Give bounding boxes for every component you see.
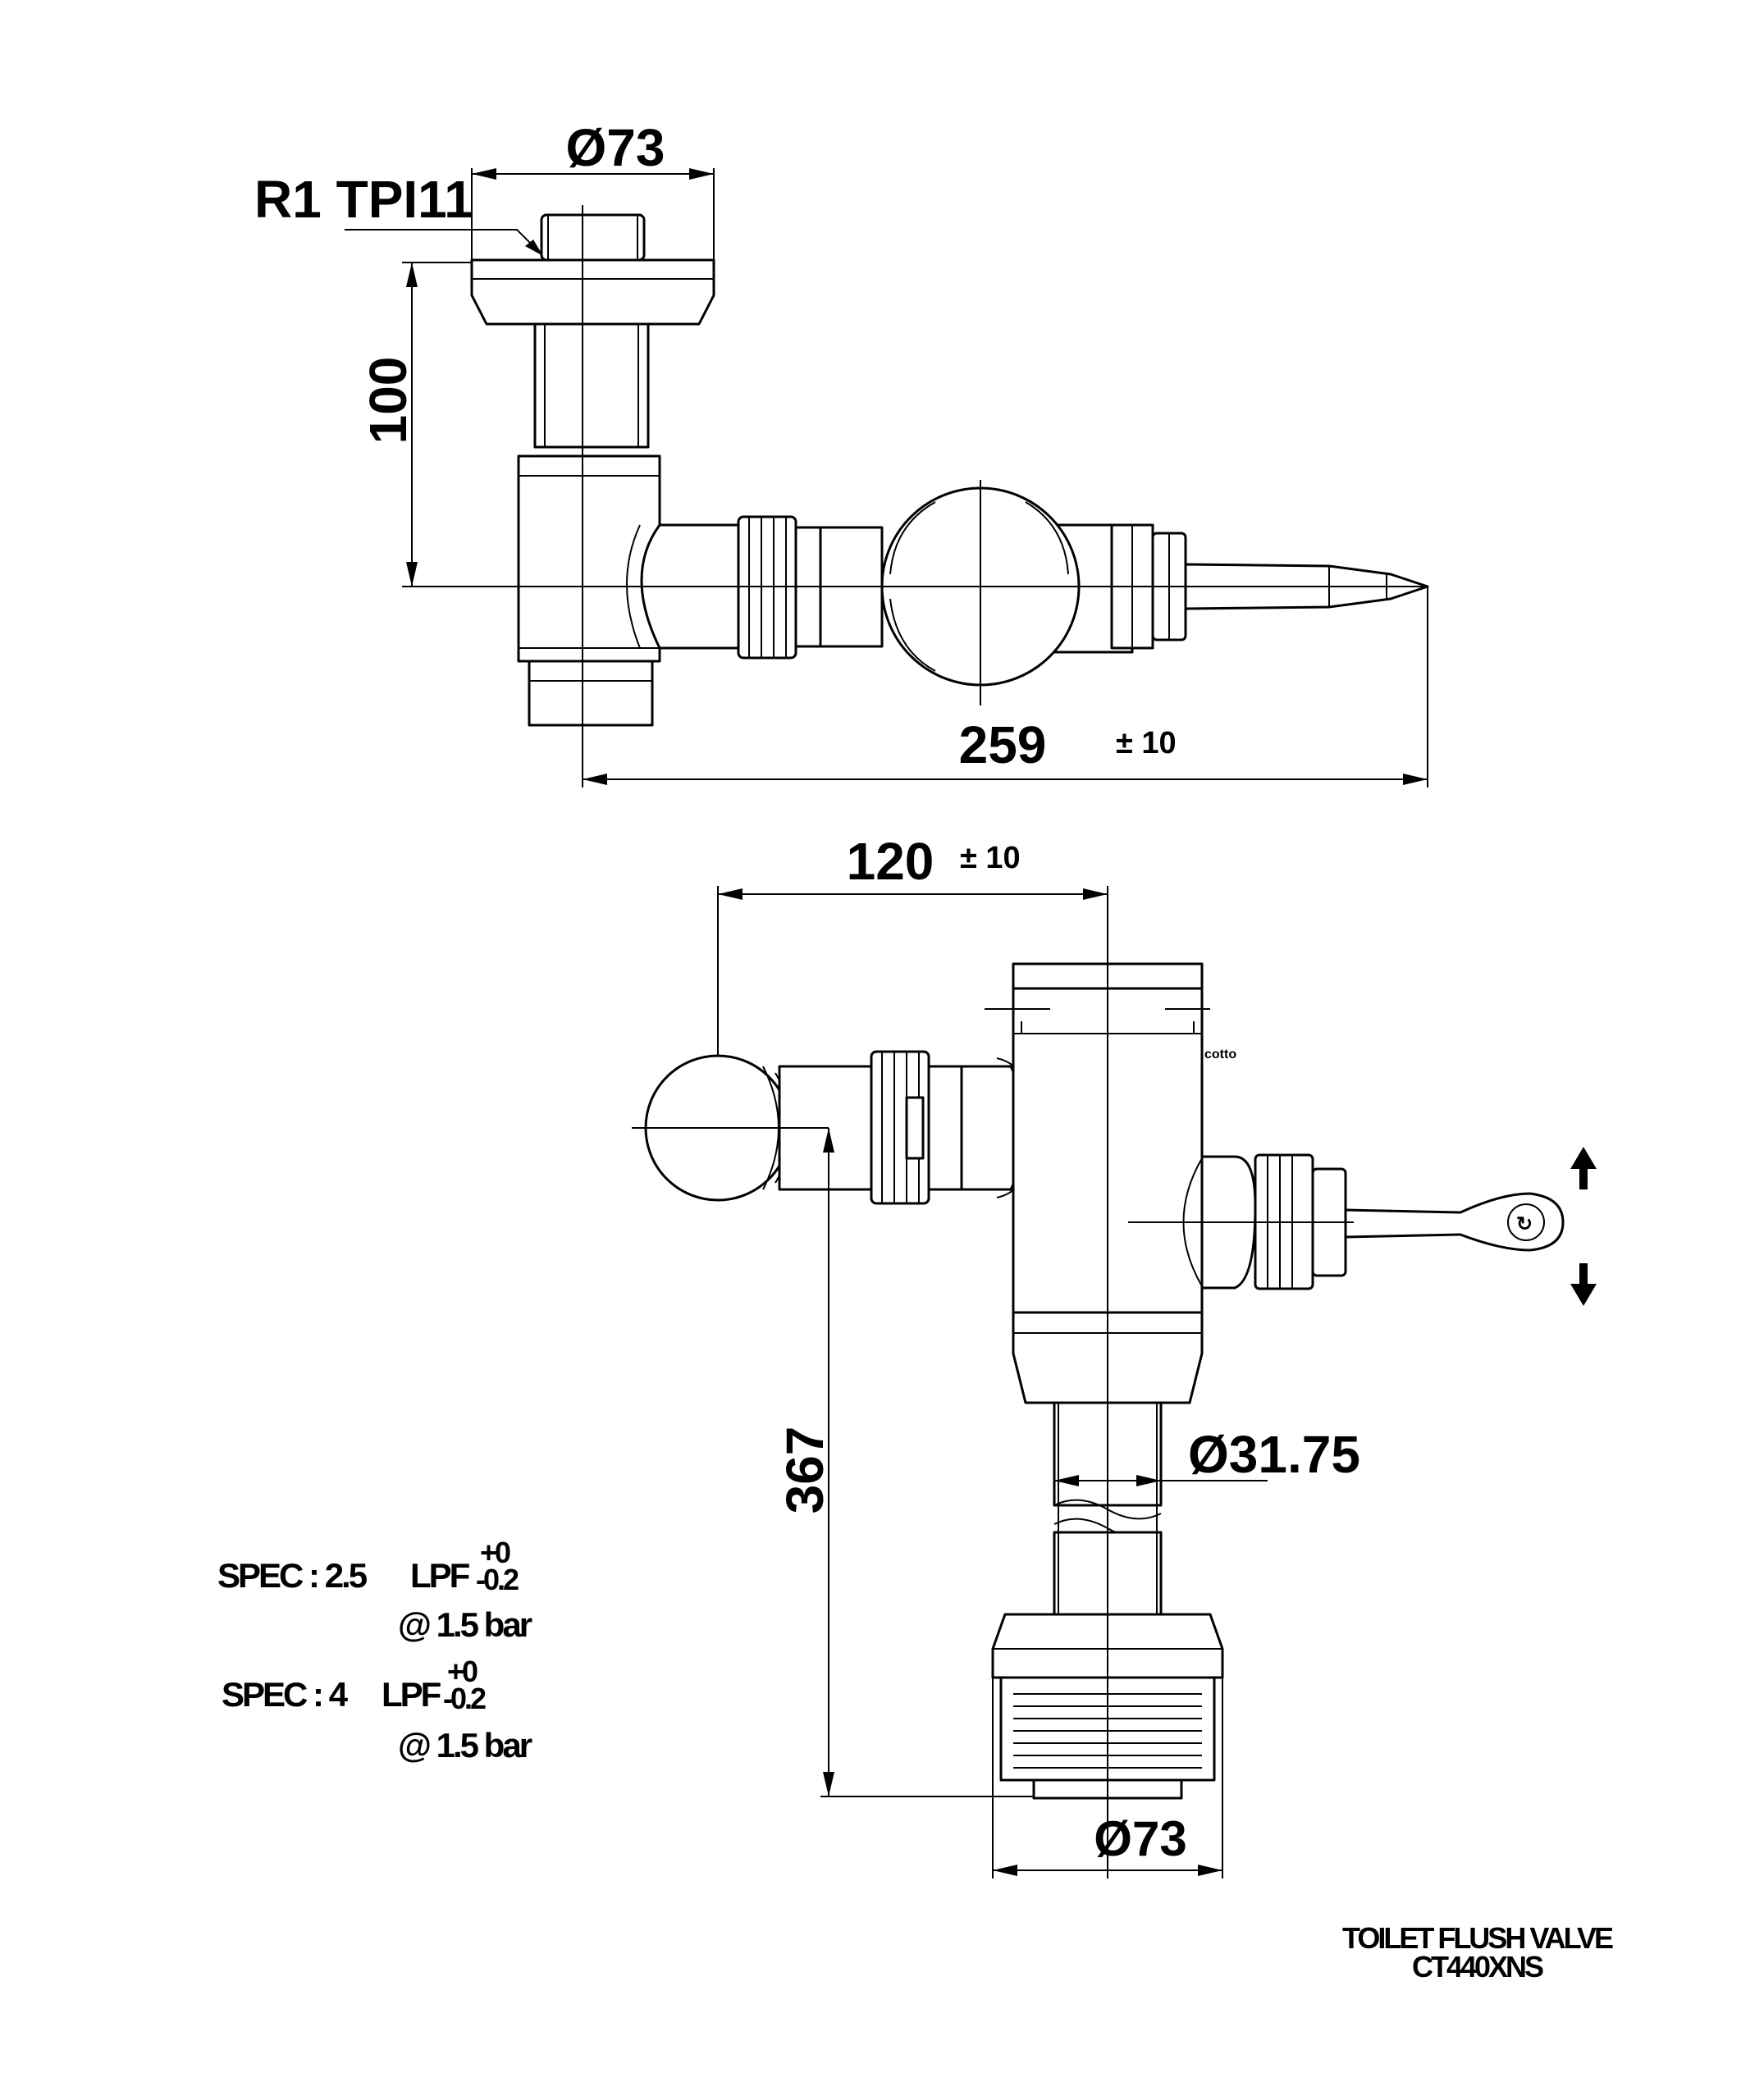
front-pipe-diameter-label: Ø31.75: [1188, 1425, 1360, 1484]
front-connector: [927, 1065, 963, 1191]
top-diameter-label: Ø73: [566, 118, 665, 177]
thread-callout: R1 TPI11: [254, 170, 543, 256]
title-line-2: CT440XNS: [1412, 1950, 1543, 1984]
spec1-tol-plus: +0: [480, 1536, 510, 1569]
spec2-tol-plus: +0: [447, 1655, 478, 1688]
spec1-tol-minus: -0.2: [476, 1563, 519, 1596]
spec1-unit: LPF: [410, 1556, 470, 1595]
top-height-dimension: 100: [359, 262, 519, 587]
front-width-dimension: 120 ± 10: [717, 832, 1108, 1056]
lever-direction-arrows: [1570, 1147, 1597, 1306]
front-width-label: 120: [847, 832, 934, 891]
top-vertical-pipe: [533, 322, 650, 449]
front-lever-mark: ↻: [1516, 1213, 1533, 1235]
top-valve-body: [517, 454, 661, 663]
front-view: cotto ↻: [632, 832, 1597, 1879]
top-inlet-flange: [470, 258, 715, 326]
spec1-label: SPEC : 2.5: [217, 1556, 368, 1595]
top-diameter-dimension: Ø73: [471, 118, 715, 260]
front-bottom-diameter-label: Ø73: [1094, 1811, 1186, 1866]
spec2-pressure: @ 1.5 bar: [398, 1726, 532, 1764]
brand-mark: cotto: [1204, 1048, 1236, 1061]
front-height-label: 367: [775, 1427, 834, 1514]
top-inlet-nut: [540, 213, 646, 262]
front-bottom-diameter-dimension: Ø73: [992, 1678, 1223, 1879]
top-length-tolerance: ± 10: [1116, 726, 1177, 760]
top-height-label: 100: [359, 357, 418, 445]
front-lever: [1344, 1192, 1565, 1252]
spec1-pressure: @ 1.5 bar: [398, 1605, 532, 1644]
top-outlet-stub: [528, 660, 654, 727]
top-length-label: 259: [959, 715, 1047, 774]
front-pipe-diameter-dimension: Ø31.75: [1054, 1425, 1360, 1486]
front-coupling-tab: [905, 1096, 925, 1160]
arrow-up-icon: [1570, 1147, 1597, 1189]
spec-block-1: SPEC : 2.5 LPF +0 -0.2 @ 1.5 bar: [217, 1536, 535, 1644]
arrow-down-icon: [1570, 1263, 1597, 1306]
title-block: TOILET FLUSH VALVE CT440XNS: [1342, 1921, 1615, 1984]
spec2-label: SPEC : 4: [222, 1675, 349, 1714]
front-width-tolerance: ± 10: [960, 841, 1021, 875]
title-line-1: TOILET FLUSH VALVE: [1342, 1921, 1613, 1955]
front-lever-dual-flush-icon: [1507, 1203, 1545, 1241]
thread-label: R1 TPI11: [254, 170, 473, 229]
top-view: Ø73 R1 TPI11 100 259 ± 10: [254, 118, 1429, 788]
spec2-tol-minus: -0.2: [443, 1682, 486, 1715]
top-length-dimension: 259 ± 10: [582, 587, 1428, 788]
spec-block-2: SPEC : 4 LPF +0 -0.2 @ 1.5 bar: [222, 1655, 535, 1764]
spec2-unit: LPF: [382, 1675, 441, 1714]
front-height-dimension: 367: [775, 1128, 1034, 1797]
